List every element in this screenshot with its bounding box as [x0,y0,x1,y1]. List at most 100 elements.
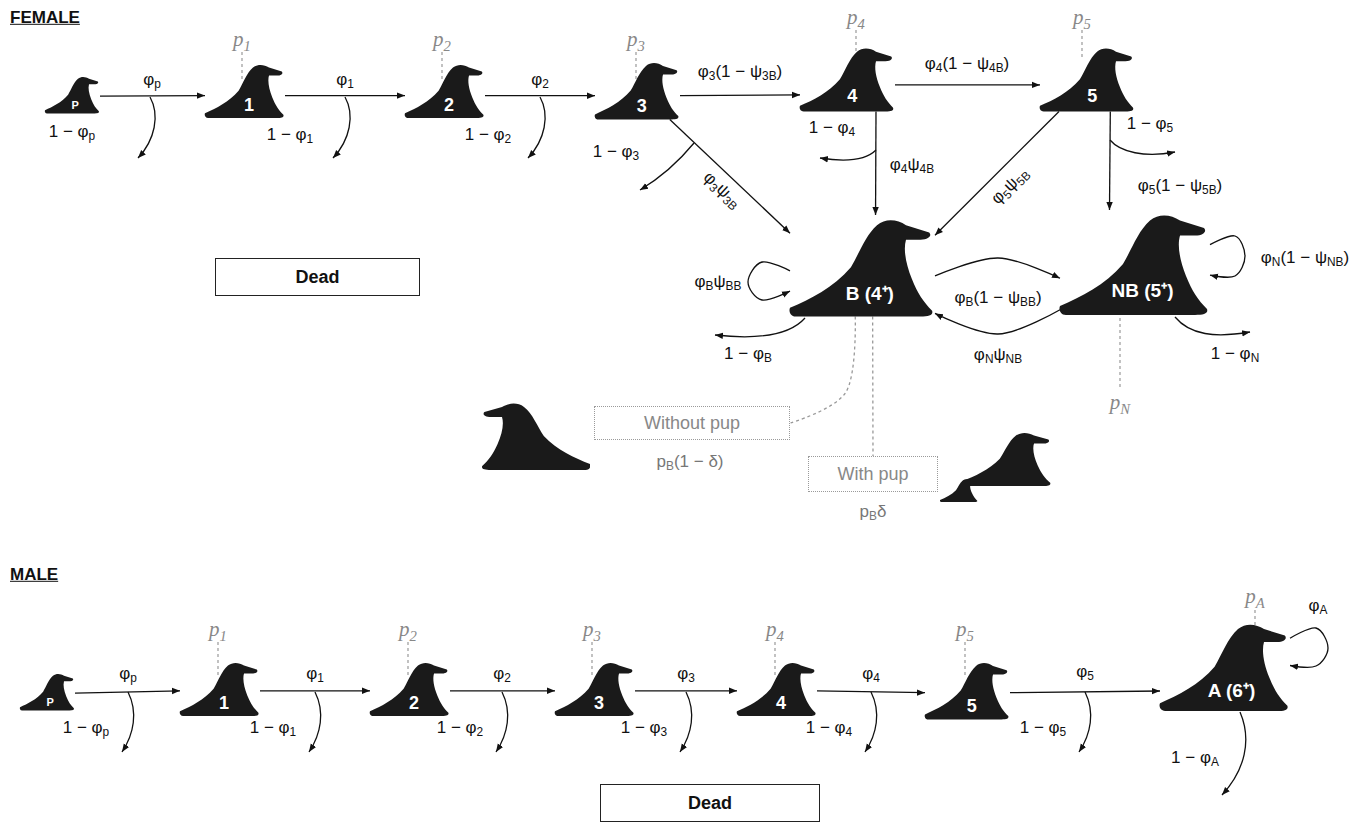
detection-leader [774,642,775,676]
life-stage-seal: 3 [595,60,680,120]
subscript: B [706,279,714,293]
stage-label: NB (5⁺) [1068,281,1218,302]
subscript: 1 [307,132,314,146]
state-box: Dead [600,784,820,822]
transition-arrow [875,112,877,216]
subscript: 3 [706,180,720,195]
transition-arrow [100,95,205,97]
subscript: 2 [542,77,549,91]
transition-arrow [1109,112,1111,211]
seal-silhouette [20,672,75,711]
subscript: 3 [661,725,668,739]
transition-label: φBψBB [695,272,742,292]
life-stage-seal: 2 [405,62,485,118]
subscript: 1 [317,671,324,685]
subscript: BB [1020,295,1036,309]
subscript: N [1272,255,1281,269]
transition-arrow [285,95,405,96]
transition-arrow [635,690,737,691]
transition-label: φ2 [493,664,511,684]
mortality-label: 1 − φ3 [593,142,639,162]
mortality-label: 1 − φp [49,122,95,142]
mortality-label: 1 − φ4 [809,118,855,138]
subscript: 1 [244,38,251,54]
subscript: BB [726,279,742,293]
subscript: 4B [989,61,1004,75]
detection-label: p3 [627,27,645,52]
transition-label: φN(1 − ψNB) [1261,248,1349,268]
death-arrow [138,97,155,158]
life-stage-seal: P [45,75,100,114]
detection-leader [964,642,965,676]
transition-label: φ5 [1076,662,1094,682]
death-arrow [122,692,134,752]
state-box: Dead [215,258,420,296]
detection-leader [241,52,242,80]
life-stage-seal: P [20,672,75,711]
death-arrow [1079,692,1091,752]
stage-label: 2 [374,694,454,714]
transition-label: φ4(1 − ψ4B) [925,54,1009,74]
transition-label: φp [143,70,161,90]
state-label: Dead [295,267,339,288]
transition-label: φ4ψ4B [890,155,934,175]
detection-label: p4 [847,5,865,30]
seal-silhouette [555,660,635,716]
subscript: 3 [638,38,645,54]
detection-leader [635,52,636,82]
transition-label: φ3 [677,664,695,684]
life-stage-seal: 1 [205,62,285,118]
detection-label: pA [1245,584,1264,609]
detection-label: p2 [399,617,417,642]
life-stage-seal: 2 [370,660,450,716]
life-stage-seal: NB (5⁺) [1060,210,1210,315]
life-stage-seal: 3 [555,660,635,716]
seal-shape [737,663,816,716]
subscript: 5 [1149,183,1156,197]
mortality-label: 1 − φN [1211,344,1259,364]
subscript: 3 [688,671,695,685]
stage-label: P [23,696,78,708]
subscript: 5 [1060,725,1067,739]
subscript: p [103,725,110,739]
detection-label: p1 [233,27,251,52]
leader-line [790,317,855,424]
seal-shape [180,663,259,716]
detection-leader [855,30,856,62]
subscript: 4 [777,628,784,644]
death-arrow [333,97,350,158]
death-arrow [309,692,321,752]
death-arrow [1222,712,1246,795]
transition-arrow [935,258,1060,278]
subscript: A [1320,603,1328,617]
detection-leader [591,642,592,676]
seal-shape [1059,215,1207,315]
detection-label: p5 [1073,5,1091,30]
detection-label: p1 [209,617,227,642]
seal-silhouette [962,433,1051,486]
transition-arrow [1210,236,1245,277]
subscript: 3 [633,149,640,163]
seal-shape [405,65,484,118]
subscript: 5B [1202,183,1217,197]
subscript: 3B [762,69,777,83]
stage-label: 4 [741,694,821,714]
mortality-label: 1 − φ5 [1127,114,1173,134]
transition-arrow [895,84,1040,85]
transition-arrow [670,120,790,234]
subscript: 5B [1014,168,1034,188]
death-arrow [865,692,877,752]
life-stage-seal: 4 [737,660,817,716]
subscript: 4 [873,671,880,685]
seal-silhouette [925,660,1010,720]
mortality-label: 1 − φ2 [465,125,511,145]
subscript: 4 [901,162,908,176]
subscript: 4 [936,61,943,75]
subscript: A [1211,755,1219,769]
transition-arrow [748,262,790,300]
subscript: p [89,129,96,143]
seal-shape [205,65,284,118]
seal-silhouette [737,660,817,716]
